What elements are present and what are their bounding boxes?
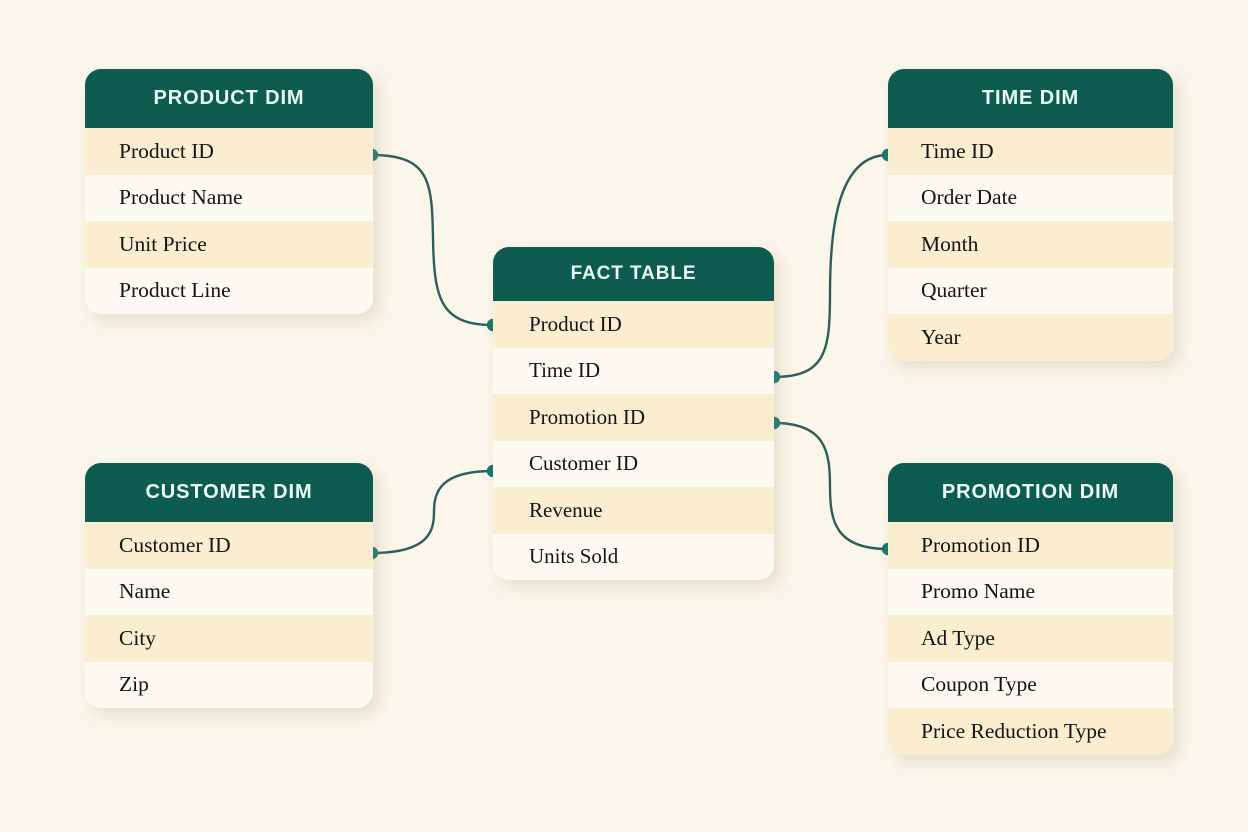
relationship-line-product-to-fact: [370, 153, 495, 327]
table-row[interactable]: Product ID: [493, 301, 774, 348]
table-card-fact-table[interactable]: FACT TABLE Product ID Time ID Promotion ID…: [493, 247, 774, 580]
table-header-customer-dim: CUSTOMER DIM: [85, 463, 373, 522]
table-field-label: Order Date: [921, 185, 1018, 210]
table-row[interactable]: Units Sold: [493, 533, 774, 580]
table-field-label: Time ID: [529, 358, 600, 383]
table-row[interactable]: Promo Name: [888, 568, 1173, 615]
table-row[interactable]: Order Date: [888, 174, 1173, 221]
table-row[interactable]: Revenue: [493, 487, 774, 534]
table-field-label: Revenue: [529, 497, 603, 522]
table-row[interactable]: Customer ID: [85, 522, 373, 569]
table-row[interactable]: City: [85, 615, 373, 662]
table-row[interactable]: Product ID: [85, 128, 373, 175]
table-field-list-fact-table: Product ID Time ID Promotion ID Customer ID…: [493, 301, 774, 580]
table-field-label: Promotion ID: [529, 404, 646, 429]
table-field-label: Product ID: [119, 138, 214, 163]
table-row[interactable]: Ad Type: [888, 615, 1173, 662]
table-header-promotion-dim: PROMOTION DIM: [888, 463, 1173, 522]
table-row[interactable]: Product Line: [85, 267, 373, 314]
table-field-label: Year: [921, 324, 961, 349]
table-field-label: Time ID: [921, 138, 994, 163]
table-row[interactable]: Customer ID: [493, 440, 774, 487]
table-field-label: Customer ID: [529, 451, 639, 476]
table-field-label: Promotion ID: [921, 532, 1040, 557]
table-row[interactable]: Time ID: [493, 347, 774, 394]
table-field-label: Quarter: [921, 278, 987, 303]
table-field-label: Product Line: [119, 278, 231, 303]
relationship-line-fact-to-promotion: [772, 421, 890, 551]
table-header-fact-table: FACT TABLE: [493, 247, 774, 301]
table-field-label: Unit Price: [119, 231, 207, 256]
table-row[interactable]: Time ID: [888, 128, 1173, 175]
table-row[interactable]: Name: [85, 568, 373, 615]
table-row[interactable]: Zip: [85, 661, 373, 708]
relationship-line-customer-to-fact: [370, 469, 495, 555]
table-field-label: Coupon Type: [921, 672, 1037, 697]
table-row[interactable]: Coupon Type: [888, 661, 1173, 708]
table-field-label: Ad Type: [921, 625, 995, 650]
table-row[interactable]: Product Name: [85, 174, 373, 221]
table-row[interactable]: Month: [888, 221, 1173, 268]
table-card-promotion-dim[interactable]: PROMOTION DIM Promotion ID Promo Name Ad T…: [888, 463, 1173, 755]
table-row[interactable]: Price Reduction Type: [888, 708, 1173, 755]
table-header-product-dim: PRODUCT DIM: [85, 69, 373, 128]
table-field-label: Units Sold: [529, 544, 619, 569]
table-row[interactable]: Quarter: [888, 267, 1173, 314]
table-field-label: Promo Name: [921, 579, 1036, 604]
table-field-label: City: [119, 625, 157, 650]
table-row[interactable]: Unit Price: [85, 221, 373, 268]
table-field-label: Product ID: [529, 311, 622, 336]
table-header-time-dim: TIME DIM: [888, 69, 1173, 128]
table-row[interactable]: Promotion ID: [493, 394, 774, 441]
table-row[interactable]: Promotion ID: [888, 522, 1173, 569]
table-field-label: Name: [119, 579, 171, 604]
table-field-label: Price Reduction Type: [921, 718, 1107, 743]
table-field-label: Product Name: [119, 185, 243, 210]
table-field-label: Customer ID: [119, 532, 231, 557]
table-field-label: Zip: [119, 672, 149, 697]
table-row[interactable]: Year: [888, 314, 1173, 361]
table-field-label: Month: [921, 231, 979, 256]
relationship-line-fact-to-time: [772, 153, 890, 379]
